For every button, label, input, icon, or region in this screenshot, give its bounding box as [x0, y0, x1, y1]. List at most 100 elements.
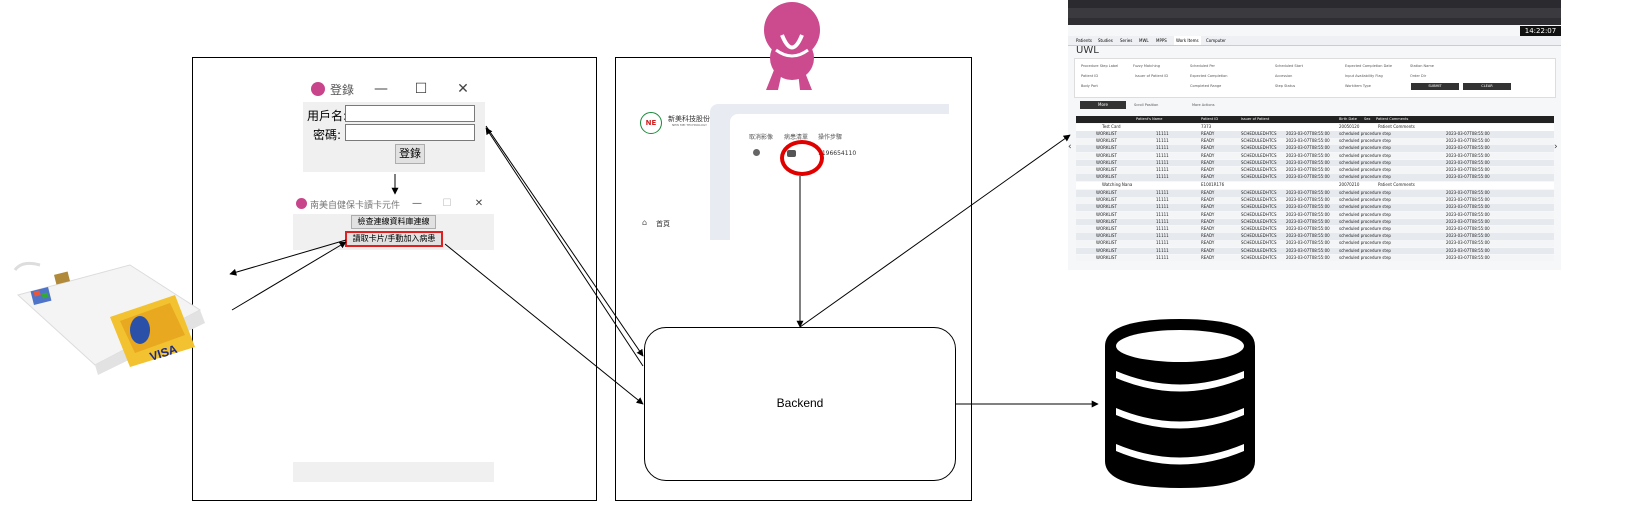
table-cell: READY [1201, 138, 1215, 144]
table-cell: SCHEDULED [1241, 211, 1266, 217]
col-header[interactable]: Sex [1364, 117, 1371, 121]
login-window: 登錄 — ☐ ✕ 用戶名: 密碼: 登錄 [303, 76, 485, 172]
clear-button[interactable]: CLEAR [1463, 83, 1511, 90]
nav-tab-mpps[interactable]: MPPS [1156, 38, 1167, 43]
card-titlebar: 南美自健保卡讀卡元件 — ☐ ✕ [293, 194, 494, 214]
nav-tab-series[interactable]: Series [1120, 38, 1133, 43]
table-cell: 11111 [1156, 159, 1169, 165]
col-header[interactable]: Birth Date [1339, 117, 1357, 121]
table-cell: 2023-03-07T08:55:00 [1446, 226, 1490, 231]
table-cell: 2023-03-07T08:55:00 [1446, 254, 1490, 260]
table-cell: 2023-03-07T08:55:00 [1286, 218, 1330, 224]
company-logo: NE [640, 112, 662, 134]
table-cell: READY [1201, 211, 1215, 217]
table-cell: HTCS [1266, 174, 1277, 180]
maximize-icon[interactable]: ☐ [442, 198, 452, 209]
table-cell: WORKLIST [1096, 159, 1117, 165]
table-cell: 2023-03-07T08:55:00 [1286, 204, 1330, 210]
settings-icon[interactable] [753, 149, 760, 156]
table-cell: SCHEDULED [1241, 247, 1266, 253]
table-cell: HTCS [1266, 152, 1277, 158]
table-cell: scheduled procedure step [1339, 197, 1391, 203]
filter-label: Scheduled Per [1190, 64, 1215, 68]
table-cell: 2023-03-07T08:55:00 [1446, 138, 1490, 144]
patient-group-row[interactable]: Test Card 7373 20050120 Patient Comments [1076, 124, 1554, 131]
table-cell: WORKLIST [1096, 204, 1117, 210]
close-icon[interactable]: ✕ [457, 81, 469, 97]
col-header[interactable]: Patient ID [1201, 117, 1219, 121]
check-db-connection-button[interactable]: 檢查連線資料庫連線 [351, 215, 436, 229]
table-cell: scheduled procedure step [1339, 174, 1391, 180]
table-cell: 2023-03-07T08:55:00 [1446, 247, 1490, 253]
filter-label: Workitem Type [1345, 84, 1371, 88]
table-cell: HTCS [1266, 254, 1277, 260]
table-cell: scheduled procedure step [1339, 211, 1391, 217]
nav-tab-work-items[interactable]: Work Items [1174, 36, 1201, 45]
table-cell: 2023-03-07T08:55:00 [1286, 159, 1330, 165]
filter-label: Expected Completion Date [1345, 64, 1392, 68]
results-table: Patient's Name Patient ID Issuer of Pati… [1076, 116, 1554, 266]
table-cell: scheduled procedure step [1339, 131, 1391, 136]
tab-patient-list[interactable]: 病患清單 [784, 134, 809, 141]
filter-label: Input Availability Flag [1345, 74, 1383, 78]
nav-tab-mwl[interactable]: MWL [1139, 38, 1149, 43]
table-cell: WORKLIST [1096, 131, 1117, 136]
table-cell: SCHEDULED [1241, 145, 1266, 151]
col-header[interactable]: Patient's Name [1136, 117, 1163, 121]
nav-tab-patients[interactable]: Patients [1076, 38, 1093, 43]
table-cell: SCHEDULED [1241, 240, 1266, 246]
tab-cancel-image[interactable]: 取消影像 [749, 134, 774, 141]
col-header[interactable]: Patient Comments [1376, 117, 1409, 121]
uwl-screenshot: 14:22:07 Patients Studies Series MWL MPP… [1068, 0, 1561, 270]
minimize-icon[interactable]: — [412, 198, 422, 209]
chevron-left-icon[interactable]: ‹ [1068, 142, 1072, 152]
nav-home[interactable]: 首頁 [656, 220, 670, 228]
submit-button[interactable]: SUBMIT [1411, 83, 1459, 90]
close-icon[interactable]: ✕ [474, 198, 484, 209]
card-reader-window: 南美自健保卡讀卡元件 — ☐ ✕ 檢查連線資料庫連線 讀取卡片/手動加入病患 [293, 194, 494, 482]
tab-steps[interactable]: 操作步驟 [818, 134, 843, 141]
password-field[interactable] [345, 124, 475, 141]
home-icon[interactable]: ⌂ [642, 218, 648, 227]
nav-tab-studies[interactable]: Studies [1098, 38, 1113, 43]
table-cell: 11111 [1156, 167, 1169, 172]
uwl-nav-bar: Patients Studies Series MWL MPPS Work It… [1068, 36, 1561, 46]
chevron-right-icon[interactable]: › [1554, 142, 1558, 152]
nav-tab-computer[interactable]: Computer [1206, 38, 1226, 43]
table-cell: SCHEDULED [1241, 204, 1266, 210]
patient-group-row[interactable]: Watching Nana E1001R176 20070210 Patient… [1076, 182, 1554, 189]
table-cell: SCHEDULED [1241, 167, 1266, 172]
table-cell: 11111 [1156, 211, 1169, 217]
card-window-blank-area [293, 250, 494, 462]
col-header[interactable]: Issuer of Patient [1241, 117, 1270, 121]
table-cell: 2023-03-07T08:55:00 [1286, 226, 1330, 231]
minimize-icon[interactable]: — [374, 81, 388, 97]
username-field[interactable] [345, 105, 475, 122]
maximize-icon[interactable]: ☐ [414, 81, 428, 97]
read-card-button[interactable]: 讀取卡片/手動加入病患 [345, 231, 443, 247]
login-button[interactable]: 登錄 [395, 144, 425, 164]
more-button[interactable]: More [1080, 101, 1126, 109]
table-cell: 11111 [1156, 197, 1169, 203]
uwl-title: UWL [1076, 45, 1099, 56]
table-cell: HTCS [1266, 240, 1277, 246]
more-actions-select[interactable]: More Actions [1192, 103, 1215, 107]
scroll-position-label: Scroll Position [1134, 103, 1159, 107]
